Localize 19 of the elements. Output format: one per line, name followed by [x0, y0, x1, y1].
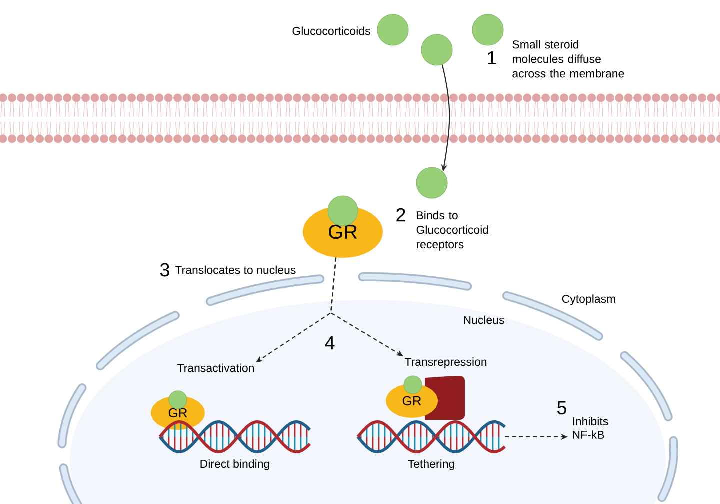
- step-number: 4: [325, 336, 335, 350]
- step-label: Inhibits NF-kB: [573, 417, 608, 439]
- annotation-text: Cytoplasm: [562, 294, 616, 306]
- step-label: Transrepression: [404, 358, 487, 368]
- step-number: 1: [488, 51, 496, 65]
- molecule-circle: [416, 167, 448, 199]
- dna-drawing: [356, 420, 506, 454]
- molecule-circle: [472, 14, 504, 46]
- receptor: GR: [303, 196, 383, 258]
- molecule-circle: [421, 34, 453, 66]
- receptor: GR: [386, 376, 465, 420]
- dna-drawing: [158, 420, 312, 454]
- molecule-circle: [377, 14, 409, 46]
- step-number: 5: [557, 401, 566, 415]
- receptor: GR: [151, 390, 205, 430]
- node-label: Tethering: [408, 460, 454, 470]
- step-number: 2: [396, 208, 406, 222]
- step-label: Transactivation: [177, 364, 254, 372]
- node-label: Direct binding: [200, 460, 270, 470]
